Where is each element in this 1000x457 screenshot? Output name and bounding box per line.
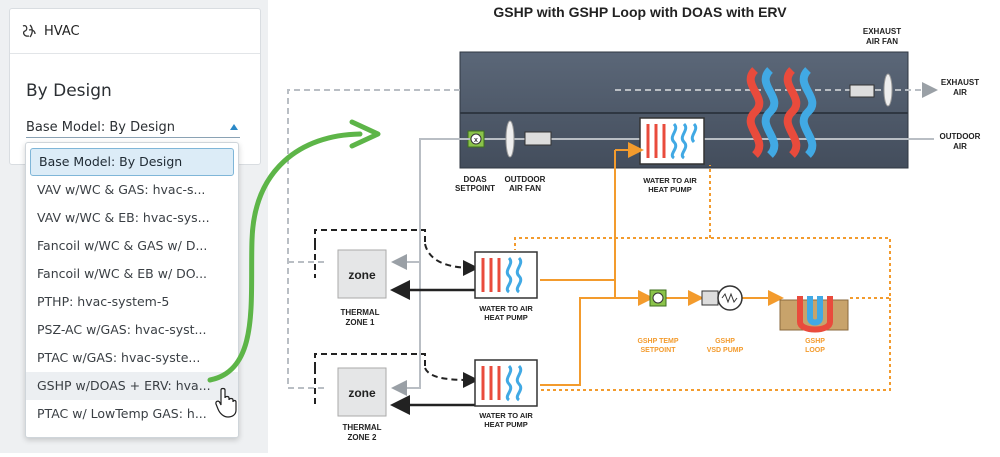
zone1-heat-pump-icon bbox=[474, 251, 538, 299]
zone-2-label-1: THERMAL bbox=[342, 423, 381, 432]
zone1-return-to-hp bbox=[424, 243, 479, 276]
gshp-setpoint-label-2: SETPOINT bbox=[640, 347, 676, 354]
gshp-loop-label-1: GSHP bbox=[805, 338, 825, 345]
zone-1-label-1: THERMAL bbox=[340, 308, 379, 317]
caret-up-icon[interactable] bbox=[230, 124, 238, 130]
svg-text:x: x bbox=[474, 137, 478, 144]
gshp-pump-label-1: GSHP bbox=[715, 338, 735, 345]
exhaust-air-label-2: AIR bbox=[953, 88, 967, 97]
dropdown-option[interactable]: PTHP: hvac-system-5 bbox=[37, 294, 170, 309]
dropdown-option-selected[interactable]: Base Model: By Design bbox=[30, 148, 234, 176]
select-value: Base Model: By Design bbox=[26, 119, 175, 135]
gshp-pump-label-2: VSD PUMP bbox=[707, 347, 744, 354]
outdoor-air-fan-icon bbox=[505, 120, 552, 158]
zone1-hp-label-1: WATER TO AIR bbox=[479, 304, 533, 313]
dropdown-option-hovered[interactable]: GSHP w/DOAS + ERV: hva... bbox=[26, 372, 238, 400]
gshp-water-loop bbox=[514, 142, 891, 391]
outdoor-air-label-2: AIR bbox=[953, 142, 967, 151]
gshp-loop-label-2: LOOP bbox=[805, 347, 825, 354]
zone2-hp-label-1: WATER TO AIR bbox=[479, 411, 533, 420]
return-air-dashed-line bbox=[287, 89, 460, 389]
dropdown-option[interactable]: VAV w/WC & GAS: hvac-s... bbox=[37, 182, 206, 197]
gshp-setpoint-label-1: GSHP TEMP bbox=[637, 338, 678, 345]
zone2-heat-pump-icon bbox=[474, 359, 538, 407]
doas-supply-line bbox=[391, 138, 470, 396]
zone-2-label-2: ZONE 2 bbox=[348, 433, 377, 442]
doas-heat-pump-icon bbox=[639, 117, 705, 165]
doas-setpoint-icon: x bbox=[467, 130, 485, 148]
gshp-vsd-pump-icon bbox=[701, 285, 743, 311]
dropdown-option[interactable]: Fancoil w/WC & EB w/ DO... bbox=[37, 266, 208, 281]
zone1-hp-label-2: HEAT PUMP bbox=[484, 313, 528, 322]
doas-setpoint-label-2: SETPOINT bbox=[455, 184, 495, 193]
base-model-select[interactable]: Base Model: By Design bbox=[26, 117, 240, 138]
zone-1-text: zone bbox=[348, 268, 376, 282]
doas-hp-label-1: WATER TO AIR bbox=[643, 176, 697, 185]
doas-setpoint-label-1: DOAS bbox=[463, 175, 487, 184]
gshp-loop-icon bbox=[779, 296, 849, 333]
doas-hp-label-2: HEAT PUMP bbox=[648, 185, 692, 194]
dropdown-option[interactable]: PTAC w/ LowTemp GAS: h... bbox=[37, 406, 207, 421]
zone1-dashed-top bbox=[314, 229, 426, 244]
outdoor-fan-label-1: OUTDOOR bbox=[505, 175, 546, 184]
panel-title: HVAC bbox=[44, 23, 80, 39]
exhaust-fan-label-2: AIR FAN bbox=[866, 37, 898, 46]
outdoor-air-label-1: OUTDOOR bbox=[940, 132, 981, 141]
section-title: By Design bbox=[26, 81, 112, 101]
base-model-dropdown[interactable]: Base Model: By Design VAV w/WC & GAS: hv… bbox=[25, 142, 239, 438]
diagram-svg: GSHP with GSHP Loop with DOAS with ERV E… bbox=[287, 4, 981, 442]
panel-header: HVAC bbox=[10, 9, 260, 54]
gshp-temp-setpoint-icon bbox=[649, 289, 667, 307]
zone2-return-to-hp bbox=[424, 367, 479, 388]
dropdown-option[interactable]: PTAC w/GAS: hvac-syste... bbox=[37, 350, 201, 365]
exhaust-air-label-1: EXHAUST bbox=[941, 78, 979, 87]
hvac-icon bbox=[18, 20, 40, 42]
hvac-panel: HVAC By Design Base Model: By Design bbox=[9, 8, 261, 165]
erv-heat-exchanger bbox=[746, 67, 817, 158]
dropdown-option[interactable]: PSZ-AC w/GAS: hvac-syst... bbox=[37, 322, 207, 337]
exhaust-fan-label-1: EXHAUST bbox=[863, 27, 901, 36]
left-column: HVAC By Design Base Model: By Design Bas… bbox=[0, 0, 268, 453]
zone2-dashed-top bbox=[314, 353, 426, 368]
diagram-title: GSHP with GSHP Loop with DOAS with ERV bbox=[493, 4, 787, 20]
hvac-diagram: GSHP with GSHP Loop with DOAS with ERV E… bbox=[270, 0, 1000, 453]
zone-2-text: zone bbox=[348, 386, 376, 400]
exhaust-fan-icon bbox=[849, 73, 893, 107]
zone-1-label-2: ZONE 1 bbox=[346, 318, 375, 327]
dropdown-option[interactable]: VAV w/WC & EB: hvac-sys... bbox=[37, 210, 210, 225]
dropdown-option[interactable]: Fancoil w/WC & GAS w/ D... bbox=[37, 238, 208, 253]
outdoor-fan-label-2: AIR FAN bbox=[509, 184, 541, 193]
zone2-hp-label-2: HEAT PUMP bbox=[484, 420, 528, 429]
